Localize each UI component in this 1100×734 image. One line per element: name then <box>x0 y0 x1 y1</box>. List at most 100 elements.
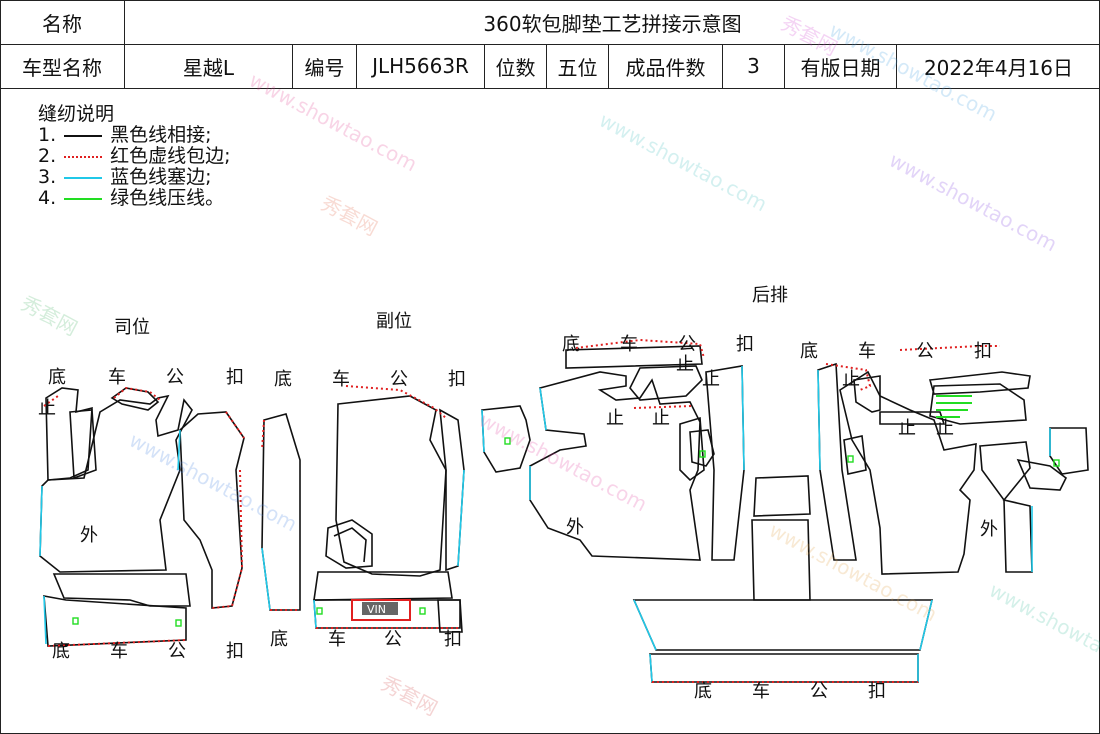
driver-red-edges <box>43 386 245 647</box>
cyan-line-swatch <box>64 176 103 179</box>
header-row-title: 名称 360软包脚垫工艺拼接示意图 <box>0 0 1100 45</box>
vin-plate <box>362 602 398 615</box>
passenger-main-piece <box>335 395 447 577</box>
driver-bottom-piece <box>43 595 187 647</box>
red-dotted-swatch <box>64 155 103 158</box>
rear-left-main-piece <box>529 371 701 561</box>
legend-item-black: 1. 黑色线相接; <box>38 125 231 146</box>
passenger-right-tab <box>437 599 463 633</box>
count-label: 成品件数 <box>609 44 723 88</box>
label-che: 车 <box>858 341 876 362</box>
label-zhi: 止 <box>936 418 954 439</box>
passenger-footrest-inner <box>333 527 367 563</box>
passenger-mat-pieces <box>261 395 465 633</box>
rear-section-title: 后排 <box>752 285 788 306</box>
vin-window <box>351 599 411 621</box>
label-zhi: 止 <box>606 408 624 429</box>
label-kou: 扣 <box>448 369 466 390</box>
rear-right-console <box>853 375 881 413</box>
rear-green-stitch-lines <box>936 395 972 418</box>
label-kou: 扣 <box>974 341 992 362</box>
label-kou: 扣 <box>736 334 754 355</box>
label-che: 车 <box>752 681 770 702</box>
rear-bottom-piece <box>649 653 919 683</box>
legend-text: 蓝色线塞边; <box>110 166 212 188</box>
code-label: 编号 <box>293 44 357 88</box>
rear-right-top-strip <box>928 371 1031 395</box>
label-wai: 外 <box>566 517 584 538</box>
legend-num: 3. <box>38 166 57 188</box>
label-gong: 公 <box>678 334 696 355</box>
driver-section-title: 司位 <box>114 317 150 338</box>
green-marker-squares <box>72 437 1060 627</box>
label-di: 底 <box>562 334 580 355</box>
rear-mat-pieces <box>481 345 1089 683</box>
rear-left-side-piece <box>481 405 531 473</box>
label-zhi: 止 <box>702 369 720 390</box>
seats-value: 五位 <box>547 44 609 88</box>
driver-mat-pieces <box>39 387 245 647</box>
driver-cyan-edges <box>39 429 181 645</box>
legend-item-cyan: 3. 蓝色线塞边; <box>38 167 231 188</box>
rear-center-top <box>753 475 811 517</box>
label-zhi: 止 <box>38 398 56 419</box>
label-kou: 扣 <box>868 681 886 702</box>
label-kou: 扣 <box>226 641 244 662</box>
label-che: 车 <box>110 641 128 662</box>
legend-text: 黑色线相接; <box>110 124 212 146</box>
label-wai: 外 <box>80 525 98 546</box>
label-che: 车 <box>620 334 638 355</box>
rear-far-right-piece <box>979 441 1033 573</box>
sewing-legend: 缝纫说明 1. 黑色线相接; 2. 红色虚线包边; 3. 蓝色线塞边; 4. 绿… <box>38 104 231 209</box>
rear-red-edges <box>575 338 1000 683</box>
rear-far-right-tab <box>1049 427 1089 475</box>
sheet-title: 360软包脚垫工艺拼接示意图 <box>483 11 742 36</box>
label-che: 车 <box>108 367 126 388</box>
rear-right-main-piece <box>839 370 977 575</box>
rear-left-top-strip <box>565 345 703 369</box>
label-che: 车 <box>328 629 346 650</box>
date-value: 2022年4月16日 <box>923 55 1074 80</box>
rear-bottom-strip <box>632 599 934 651</box>
label-zhi: 止 <box>842 369 860 390</box>
label-gong: 公 <box>168 641 186 662</box>
label-kou: 扣 <box>226 367 244 388</box>
date-label: 有版日期 <box>785 44 897 88</box>
rear-left-insert <box>689 429 715 467</box>
label-gong: 公 <box>810 681 828 702</box>
legend-title: 缝纫说明 <box>38 103 115 125</box>
passenger-left-strip <box>261 413 301 611</box>
passenger-cyan-edges <box>261 469 465 629</box>
black-line-swatch <box>64 134 103 137</box>
rear-center-tunnel <box>751 519 811 601</box>
rear-left-tunnel <box>679 416 705 482</box>
legend-num: 1. <box>38 124 57 146</box>
label-di: 底 <box>800 341 818 362</box>
rear-far-right-curve <box>1016 458 1068 491</box>
rear-right-insert <box>843 435 867 475</box>
driver-side-trim <box>179 411 245 609</box>
passenger-right-strip <box>439 408 465 572</box>
passenger-section-title: 副位 <box>376 311 412 332</box>
passenger-footrest <box>325 519 373 569</box>
mat-pattern-diagram: 司位 副位 后排 底 车 公 扣 止 外 底 车 公 扣 底 车 公 扣 底 车… <box>38 285 1089 702</box>
legend-num: 2. <box>38 145 57 167</box>
label-wai: 外 <box>980 519 998 540</box>
seats-label: 位数 <box>485 44 547 88</box>
label-zhi: 止 <box>676 354 694 375</box>
name-label: 名称 <box>0 0 125 44</box>
legend-num: 4. <box>38 187 57 209</box>
label-di: 底 <box>274 369 292 390</box>
label-gong: 公 <box>916 341 934 362</box>
label-zhi: 止 <box>652 408 670 429</box>
label-gong: 公 <box>166 367 184 388</box>
driver-heel-pad <box>110 387 160 411</box>
count-value: 3 <box>723 44 785 88</box>
driver-main-piece <box>39 394 193 573</box>
legend-text: 绿色线压线。 <box>110 187 225 209</box>
driver-left-inner-piece <box>69 409 97 480</box>
code-value: JLH5663R <box>357 44 485 88</box>
green-line-swatch <box>64 197 103 200</box>
label-che: 车 <box>332 369 350 390</box>
label-gong: 公 <box>390 369 408 390</box>
